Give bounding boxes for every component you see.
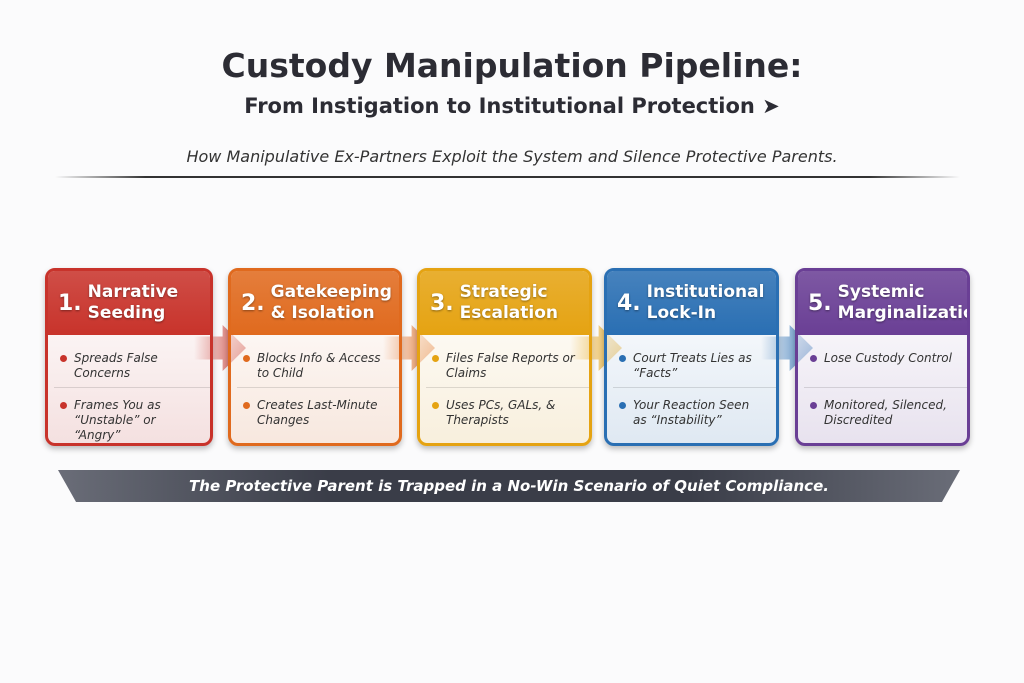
bullet-text: Spreads False Concerns: [74, 351, 158, 380]
bullet-dot-icon: [432, 402, 439, 409]
stage-bullet: Court Treats Lies as “Facts”: [619, 351, 766, 381]
stage-body: Lose Custody Control Monitored, Silenced…: [798, 335, 967, 428]
bullet-text: Uses PCs, GALs, & Therapists: [446, 398, 556, 427]
bullet-dot-icon: [60, 402, 67, 409]
stage-card: 4.Institutional Lock-In Court Treats Lie…: [604, 268, 779, 446]
bullet-text: Lose Custody Control: [824, 351, 952, 365]
bullet-dot-icon: [432, 355, 439, 362]
stage-bullet: Your Reaction Seen as “Instability”: [619, 398, 766, 428]
stage-bullet: Frames You as “Unstable” or “Angry”: [60, 398, 200, 443]
stage-number: 2.: [241, 290, 265, 316]
bullet-dot-icon: [810, 355, 817, 362]
stage-number: 3.: [430, 290, 454, 316]
bullet-dot-icon: [810, 402, 817, 409]
stage-title: Institutional Lock-In: [646, 282, 765, 323]
stage-bullet: Lose Custody Control: [810, 351, 957, 381]
stage-body: Blocks Info & Access to Child Creates La…: [231, 335, 399, 428]
bullet-separator: [804, 387, 967, 388]
stage-title: Systemic Marginalization: [837, 282, 967, 323]
conclusion-banner: The Protective Parent is Trapped in a No…: [58, 470, 960, 502]
page-subtitle: From Instigation to Institutional Protec…: [0, 94, 1024, 118]
subtitle-text: From Instigation to Institutional Protec…: [244, 94, 755, 118]
bullet-text: Court Treats Lies as “Facts”: [633, 351, 752, 380]
bullet-dot-icon: [243, 402, 250, 409]
bullet-separator: [426, 387, 589, 388]
bullet-text: Files False Reports or Claims: [446, 351, 575, 380]
stage-number: 1.: [58, 290, 82, 316]
stage-bullet: Creates Last-Minute Changes: [243, 398, 389, 428]
stage-body: Files False Reports or Claims Uses PCs, …: [420, 335, 589, 428]
stage-bullet: Monitored, Silenced, Discredited: [810, 398, 957, 428]
page-title: Custody Manipulation Pipeline:: [221, 46, 803, 85]
bullet-separator: [613, 387, 776, 388]
arrow-icon: ➤: [754, 94, 780, 118]
bullet-text: Your Reaction Seen as “Instability”: [633, 398, 750, 427]
bullet-dot-icon: [60, 355, 67, 362]
stage-header: 5.Systemic Marginalization: [798, 271, 967, 335]
stage-header: 4.Institutional Lock-In: [607, 271, 776, 335]
divider: [55, 176, 960, 178]
stage-number: 4.: [617, 290, 641, 316]
stage-header: 3.Strategic Escalation: [420, 271, 589, 335]
stage-body: Court Treats Lies as “Facts” Your Reacti…: [607, 335, 776, 428]
stage-card: 1.Narrative Seeding Spreads False Concer…: [45, 268, 213, 446]
stage-title: Strategic Escalation: [459, 282, 558, 323]
stage-header: 2.Gatekeeping & Isolation: [231, 271, 399, 335]
stage-number: 5.: [808, 290, 832, 316]
stage-card: 3.Strategic Escalation Files False Repor…: [417, 268, 592, 446]
bullet-dot-icon: [243, 355, 250, 362]
stage-title: Gatekeeping & Isolation: [270, 282, 392, 323]
bullet-text: Frames You as “Unstable” or “Angry”: [74, 398, 161, 442]
stage-bullet: Files False Reports or Claims: [432, 351, 579, 381]
bullet-text: Blocks Info & Access to Child: [257, 351, 381, 380]
bullet-text: Monitored, Silenced, Discredited: [824, 398, 947, 427]
tagline: How Manipulative Ex-Partners Exploit the…: [186, 147, 838, 166]
stage-title: Narrative Seeding: [87, 282, 179, 323]
bullet-dot-icon: [619, 402, 626, 409]
stage-bullet: Uses PCs, GALs, & Therapists: [432, 398, 579, 428]
stage-body: Spreads False Concerns Frames You as “Un…: [48, 335, 210, 443]
stage-bullet: Spreads False Concerns: [60, 351, 200, 381]
bullet-separator: [237, 387, 399, 388]
stage-card: 5.Systemic Marginalization Lose Custody …: [795, 268, 970, 446]
stage-header: 1.Narrative Seeding: [48, 271, 210, 335]
bullet-text: Creates Last-Minute Changes: [257, 398, 378, 427]
stage-card: 2.Gatekeeping & Isolation Blocks Info & …: [228, 268, 402, 446]
bullet-dot-icon: [619, 355, 626, 362]
bullet-separator: [54, 387, 210, 388]
stage-bullet: Blocks Info & Access to Child: [243, 351, 389, 381]
